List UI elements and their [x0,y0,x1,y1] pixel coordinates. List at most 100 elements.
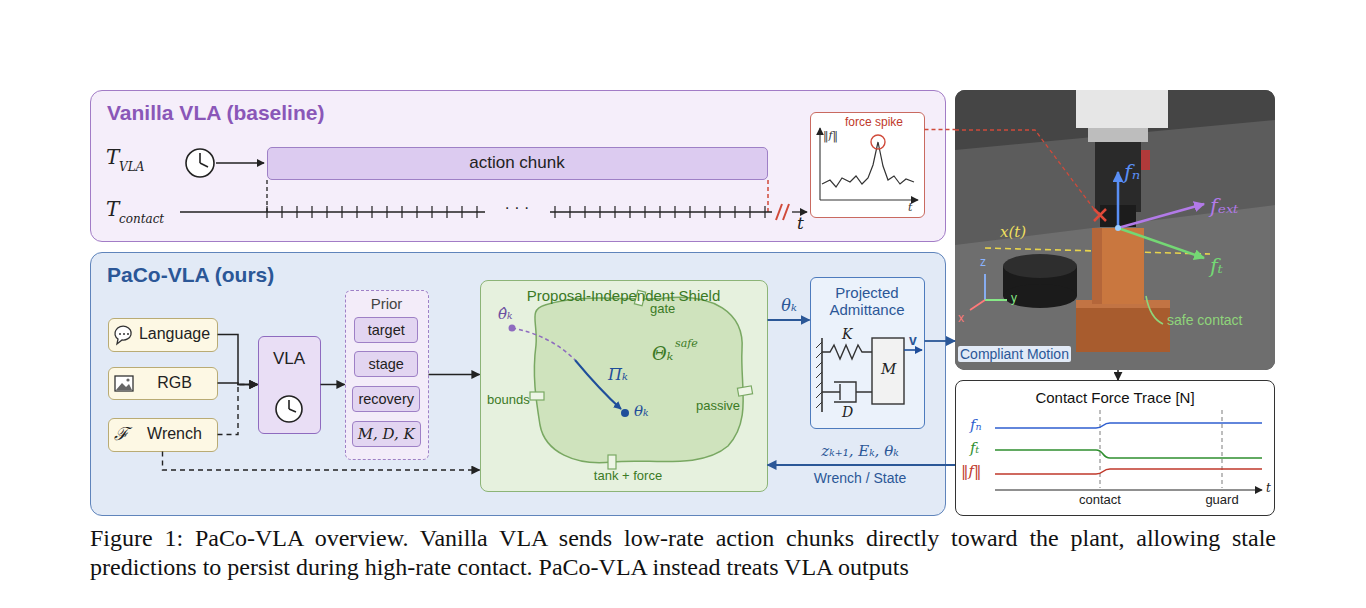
prior-item: M, D, K [352,421,421,447]
admittance-symbol [822,345,872,359]
robot-scene [1076,300,1170,352]
connector [163,452,480,471]
robot-scene [1094,209,1106,221]
ellipsis: · · · [505,199,530,217]
superscript: safe [675,338,698,351]
trajectory-label: x(t) [1000,224,1026,241]
box-title: Proposal-Independent Shield [527,287,720,304]
prior-item: stage [354,351,418,377]
axis-label: t [797,214,804,234]
robot-scene [1118,204,1204,228]
robot-scene [1092,228,1144,304]
box-label: RGB [157,374,192,392]
clock-icon [200,153,208,167]
image-icon [116,383,132,390]
trace-label: fₙ [970,417,982,434]
event-label: contact [1079,493,1121,508]
parameter-symbol: M [881,361,896,378]
image-icon [115,376,133,391]
prior-group: Prior target stage recovery M, D, K [345,290,429,460]
box-label: recovery [358,391,414,408]
trace-label: fₜ [970,440,979,457]
connector [768,464,956,466]
robot-scene [985,299,1007,301]
math-symbol: θₖ [634,403,649,420]
speech-icon [119,333,121,335]
event-label: guard [1205,493,1238,508]
axis-label: z [980,256,986,270]
contact-timeline [776,204,789,220]
box-label: stage [368,356,403,373]
parameter-symbol: D [842,404,853,420]
box-label: Language [139,325,210,343]
force-plot-inset: force spike [810,112,925,218]
speech-icon [123,333,125,335]
clock-icon [289,400,296,412]
group-title: Prior [371,295,403,312]
admittance-symbol [872,338,904,404]
connector [768,319,810,321]
clock-icon [276,396,302,422]
safe-set-region [634,290,645,306]
connector [1117,370,1119,380]
plot-annotation: force spike [845,116,903,130]
constraint-label: tank + force [594,469,662,484]
panel-title: PaCo-VLA (ours) [107,263,274,287]
force-vector-label: fₙ [1124,160,1140,184]
robot-scene [1076,90,1168,128]
safe-set-region [530,392,544,400]
box-label: Wrench [147,425,202,443]
robot-scene [955,90,1275,370]
robot-scene [955,90,1275,150]
image-icon [126,378,129,381]
force-trace [995,489,1262,490]
panel-title: Contact Force Trace [N] [1035,389,1194,406]
prior-item: recovery [352,386,420,412]
prior-item: target [354,317,418,343]
axis-label: y [1011,292,1017,306]
box-title: Projected Admittance [815,284,919,319]
trace-label: ‖f‖ [961,463,982,480]
force-plot [820,128,918,200]
force-trace [1100,410,1222,488]
subscript: contact [119,213,164,227]
robot-scene [984,274,986,300]
robot-scene [1003,254,1077,278]
robot-scene [955,205,1275,370]
speech-icon [127,333,129,335]
force-plot [822,142,914,187]
time-axis-symbol: T [106,198,119,221]
admittance-symbol [821,338,823,412]
robot-scene [955,130,1094,209]
baseline-panel: Vanilla VLA (baseline) action chunk force … [90,90,946,242]
contact-timeline [792,211,807,212]
connector [218,385,258,435]
projection-path [621,409,629,417]
figure-caption: Figure 1: PaCo-VLA overview. Vanilla VLA… [90,524,1276,582]
safe-set-region [534,297,743,462]
signal-label: zₖ₊₁, Eₖ, θₖ [821,443,898,460]
safe-set-region [530,290,753,469]
edge-label: Compliant Motion [958,346,1071,362]
admittance-symbol [816,342,822,408]
force-trace [995,410,1262,490]
robot-scene [1003,284,1077,308]
force-vector-label: fₑₓₜ [1210,194,1239,218]
robot-scene [1141,150,1150,170]
robot-scene [1115,225,1121,231]
panel-title: Vanilla VLA (baseline) [107,101,324,125]
clock-icon [276,396,302,422]
force-vector-label: fₜ [1210,254,1223,278]
clock-icon [186,149,214,177]
math-symbol: Πₖ [608,366,628,384]
time-axis-symbol: T [106,146,119,169]
axis-label: x [958,312,964,326]
speech-icon [115,326,131,344]
force-trace [995,469,1262,474]
contact-timeline [180,204,807,220]
icon-symbol: ℱ [114,424,129,445]
box-label: action chunk [469,153,564,173]
math-symbol: θ̂ₖ [498,306,513,323]
